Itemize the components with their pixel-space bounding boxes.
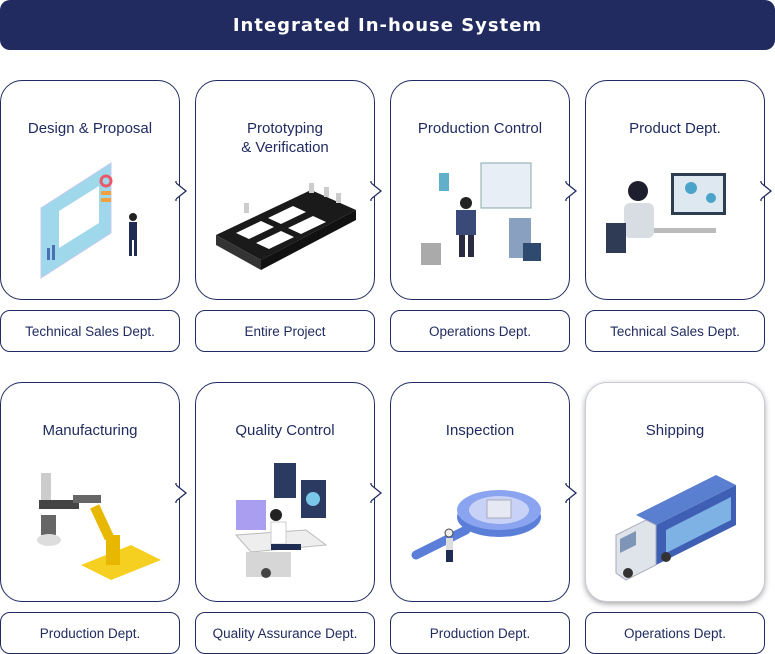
flow-arrow-icon — [370, 483, 383, 503]
department-label: Entire Project — [195, 310, 375, 352]
step-card: Design & Proposal — [0, 80, 188, 300]
flow-arrow-icon — [175, 181, 188, 201]
step-title: Manufacturing — [42, 422, 138, 439]
step-title: Shipping — [645, 422, 705, 439]
department-name: Quality Assurance Dept. — [212, 625, 358, 641]
department-name: Production Dept. — [39, 625, 141, 641]
step-card: Inspection — [390, 382, 578, 602]
module-frame-illustration — [216, 165, 356, 295]
control-dashboard-illustration — [411, 153, 549, 283]
cad-workstation-illustration — [606, 153, 744, 283]
flow-arrow-icon — [370, 181, 383, 201]
step-card: Shipping — [585, 382, 765, 602]
department-label: Operations Dept. — [585, 612, 765, 654]
step-card: Production Control — [390, 80, 578, 300]
flow-arrow-icon — [565, 181, 578, 201]
department-label: Production Dept. — [390, 612, 570, 654]
department-label: Technical Sales Dept. — [585, 310, 765, 352]
department-label: Quality Assurance Dept. — [195, 612, 375, 654]
robot-arm-illustration — [21, 455, 161, 585]
department-label: Operations Dept. — [390, 310, 570, 352]
department-name: Operations Dept. — [428, 323, 532, 339]
flow-arrow-icon — [760, 181, 773, 201]
step-card: Prototyping & Verification — [195, 80, 383, 300]
step-title: Design & Proposal — [27, 120, 153, 137]
flow-arrow-icon — [175, 483, 188, 503]
header-banner: Integrated In-house System — [0, 0, 775, 50]
department-name: Entire Project — [244, 323, 326, 339]
qa-workstation-illustration — [216, 455, 354, 585]
step-card: Quality Control — [195, 382, 383, 602]
department-name: Production Dept. — [429, 625, 531, 641]
department-name: Technical Sales Dept. — [25, 323, 155, 339]
truck-illustration — [606, 455, 744, 585]
step-card: Product Dept. — [585, 80, 773, 300]
department-label: Production Dept. — [0, 612, 180, 654]
step-card: Manufacturing — [0, 382, 188, 602]
department-label: Technical Sales Dept. — [0, 310, 180, 352]
step-title: Product Dept. — [629, 120, 721, 137]
step-title: Quality Control — [235, 422, 335, 439]
presentation-illustration — [21, 153, 159, 283]
department-name: Technical Sales Dept. — [610, 323, 740, 339]
flow-arrow-icon — [565, 483, 578, 503]
step-title: Prototyping & Verification — [241, 120, 329, 156]
department-name: Operations Dept. — [623, 625, 727, 641]
header-title: Integrated In-house System — [232, 14, 543, 36]
step-title: Production Control — [417, 120, 543, 137]
magnifier-illustration — [411, 455, 549, 585]
step-title: Inspection — [445, 422, 515, 439]
